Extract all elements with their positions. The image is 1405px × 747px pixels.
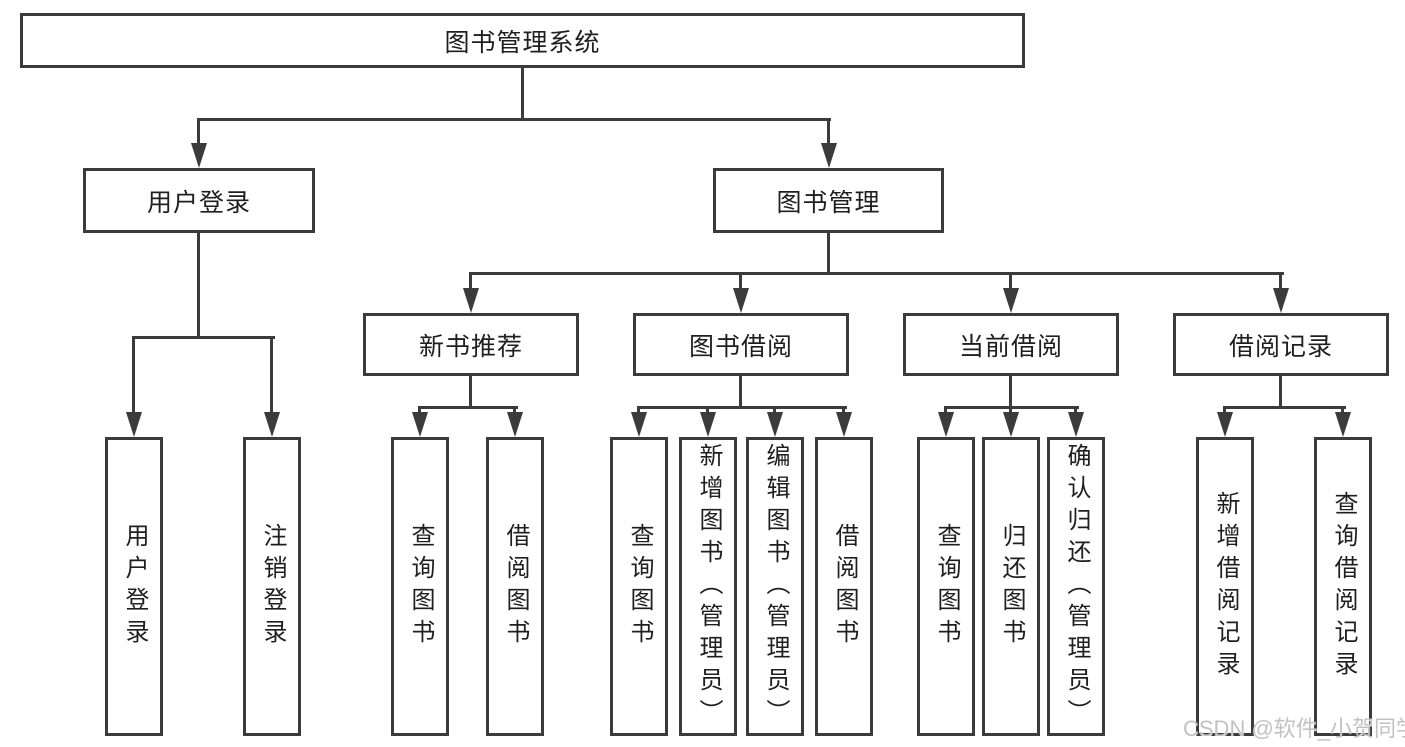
connector-line <box>1074 406 1077 415</box>
leaf-label: 确认归还（管理员） <box>1063 442 1090 731</box>
leaf-query-borrow-record: 查询借阅记录 <box>1314 437 1372 736</box>
leaf-query-books-borrowing: 查询图书 <box>610 437 668 736</box>
node-book-borrowing: 图书借阅 <box>633 313 849 376</box>
leaf-label: 用户登录 <box>121 522 148 651</box>
arrow-down-icon <box>700 412 716 437</box>
arrow-down-icon <box>821 143 837 168</box>
leaf-label: 归还图书 <box>998 522 1025 651</box>
leaf-logout: 注销登录 <box>243 437 301 736</box>
connector-line <box>637 406 847 409</box>
connector-line <box>197 118 831 121</box>
connector-line <box>418 406 421 415</box>
node-label: 新书推荐 <box>418 332 523 361</box>
connector-line <box>739 376 742 406</box>
leaf-label: 查询图书 <box>933 522 960 651</box>
node-current-borrowing: 当前借阅 <box>903 313 1119 376</box>
connector-line <box>469 272 1284 275</box>
leaf-label: 查询图书 <box>626 522 653 651</box>
leaf-borrow-books-recommend: 借阅图书 <box>486 437 544 736</box>
connector-line <box>270 338 273 414</box>
leaf-label: 查询图书 <box>407 522 434 651</box>
connector-line <box>418 406 518 409</box>
arrow-down-icon <box>126 412 142 437</box>
connector-line <box>1279 376 1282 406</box>
arrow-down-icon <box>1335 412 1351 437</box>
arrow-down-icon <box>1217 412 1233 437</box>
node-user-login: 用户登录 <box>83 168 315 233</box>
leaf-query-books-current: 查询图书 <box>917 437 975 736</box>
arrow-down-icon <box>463 288 479 313</box>
node-book-management: 图书管理 <box>713 168 944 233</box>
leaf-label: 注销登录 <box>259 522 286 651</box>
connector-line <box>197 118 200 144</box>
node-label: 用户登录 <box>146 188 251 217</box>
connector-line <box>637 406 640 415</box>
connector-line <box>706 406 709 415</box>
connector-line <box>132 336 275 339</box>
connector-line <box>1223 406 1226 415</box>
leaf-borrow-books: 借阅图书 <box>815 437 873 736</box>
node-library-management-system: 图书管理系统 <box>20 13 1025 68</box>
leaf-query-books-recommend: 查询图书 <box>391 437 449 736</box>
leaf-label: 查询借阅记录 <box>1330 490 1357 683</box>
arrow-down-icon <box>507 412 523 437</box>
leaf-add-borrow-record: 新增借阅记录 <box>1196 437 1254 736</box>
csdn-watermark: CSDN @软件_小贺同学 <box>1183 716 1405 741</box>
leaf-label: 借阅图书 <box>831 522 858 651</box>
connector-line <box>739 272 742 289</box>
arrow-down-icon <box>631 412 647 437</box>
arrow-down-icon <box>1003 412 1019 437</box>
node-label: 借阅记录 <box>1228 332 1333 361</box>
arrow-down-icon <box>412 412 428 437</box>
node-label: 图书借阅 <box>688 332 793 361</box>
connector-line <box>513 406 516 415</box>
leaf-confirm-return-admin: 确认归还（管理员） <box>1047 437 1105 736</box>
node-new-book-recommend: 新书推荐 <box>363 313 579 376</box>
arrow-down-icon <box>1068 412 1084 437</box>
connector-line <box>773 406 776 415</box>
arrow-down-icon <box>938 412 954 437</box>
node-label: 图书管理系统 <box>444 28 601 57</box>
connector-line <box>1009 272 1012 289</box>
arrow-down-icon <box>1273 288 1289 313</box>
leaf-return-books: 归还图书 <box>982 437 1040 736</box>
arrow-down-icon <box>767 412 783 437</box>
arrow-down-icon <box>1003 288 1019 313</box>
connector-line <box>842 406 845 415</box>
connector-line <box>1341 406 1344 415</box>
connector-line <box>1223 406 1346 409</box>
node-borrowing-records: 借阅记录 <box>1173 313 1389 376</box>
node-label: 当前借阅 <box>958 332 1063 361</box>
connector-line <box>827 118 830 144</box>
leaf-label: 新增借阅记录 <box>1212 490 1239 683</box>
arrow-down-icon <box>264 412 280 437</box>
connector-line <box>521 68 524 118</box>
connector-line <box>1279 272 1282 289</box>
connector-line <box>1009 406 1012 415</box>
arrow-down-icon <box>836 412 852 437</box>
connector-line <box>132 338 135 414</box>
arrow-down-icon <box>191 143 207 168</box>
connector-line <box>469 272 472 289</box>
leaf-label: 编辑图书（管理员） <box>762 442 789 731</box>
leaf-label: 新增图书（管理员） <box>695 442 722 731</box>
connector-line <box>469 376 472 406</box>
connector-line <box>197 233 200 336</box>
leaf-label: 借阅图书 <box>502 522 529 651</box>
connector-line <box>827 233 830 272</box>
leaf-user-login: 用户登录 <box>105 437 163 736</box>
node-label: 图书管理 <box>776 188 881 217</box>
arrow-down-icon <box>733 288 749 313</box>
leaf-add-books-admin: 新增图书（管理员） <box>679 437 737 736</box>
leaf-edit-books-admin: 编辑图书（管理员） <box>746 437 804 736</box>
connector-line <box>1009 376 1012 406</box>
connector-line <box>944 406 947 415</box>
